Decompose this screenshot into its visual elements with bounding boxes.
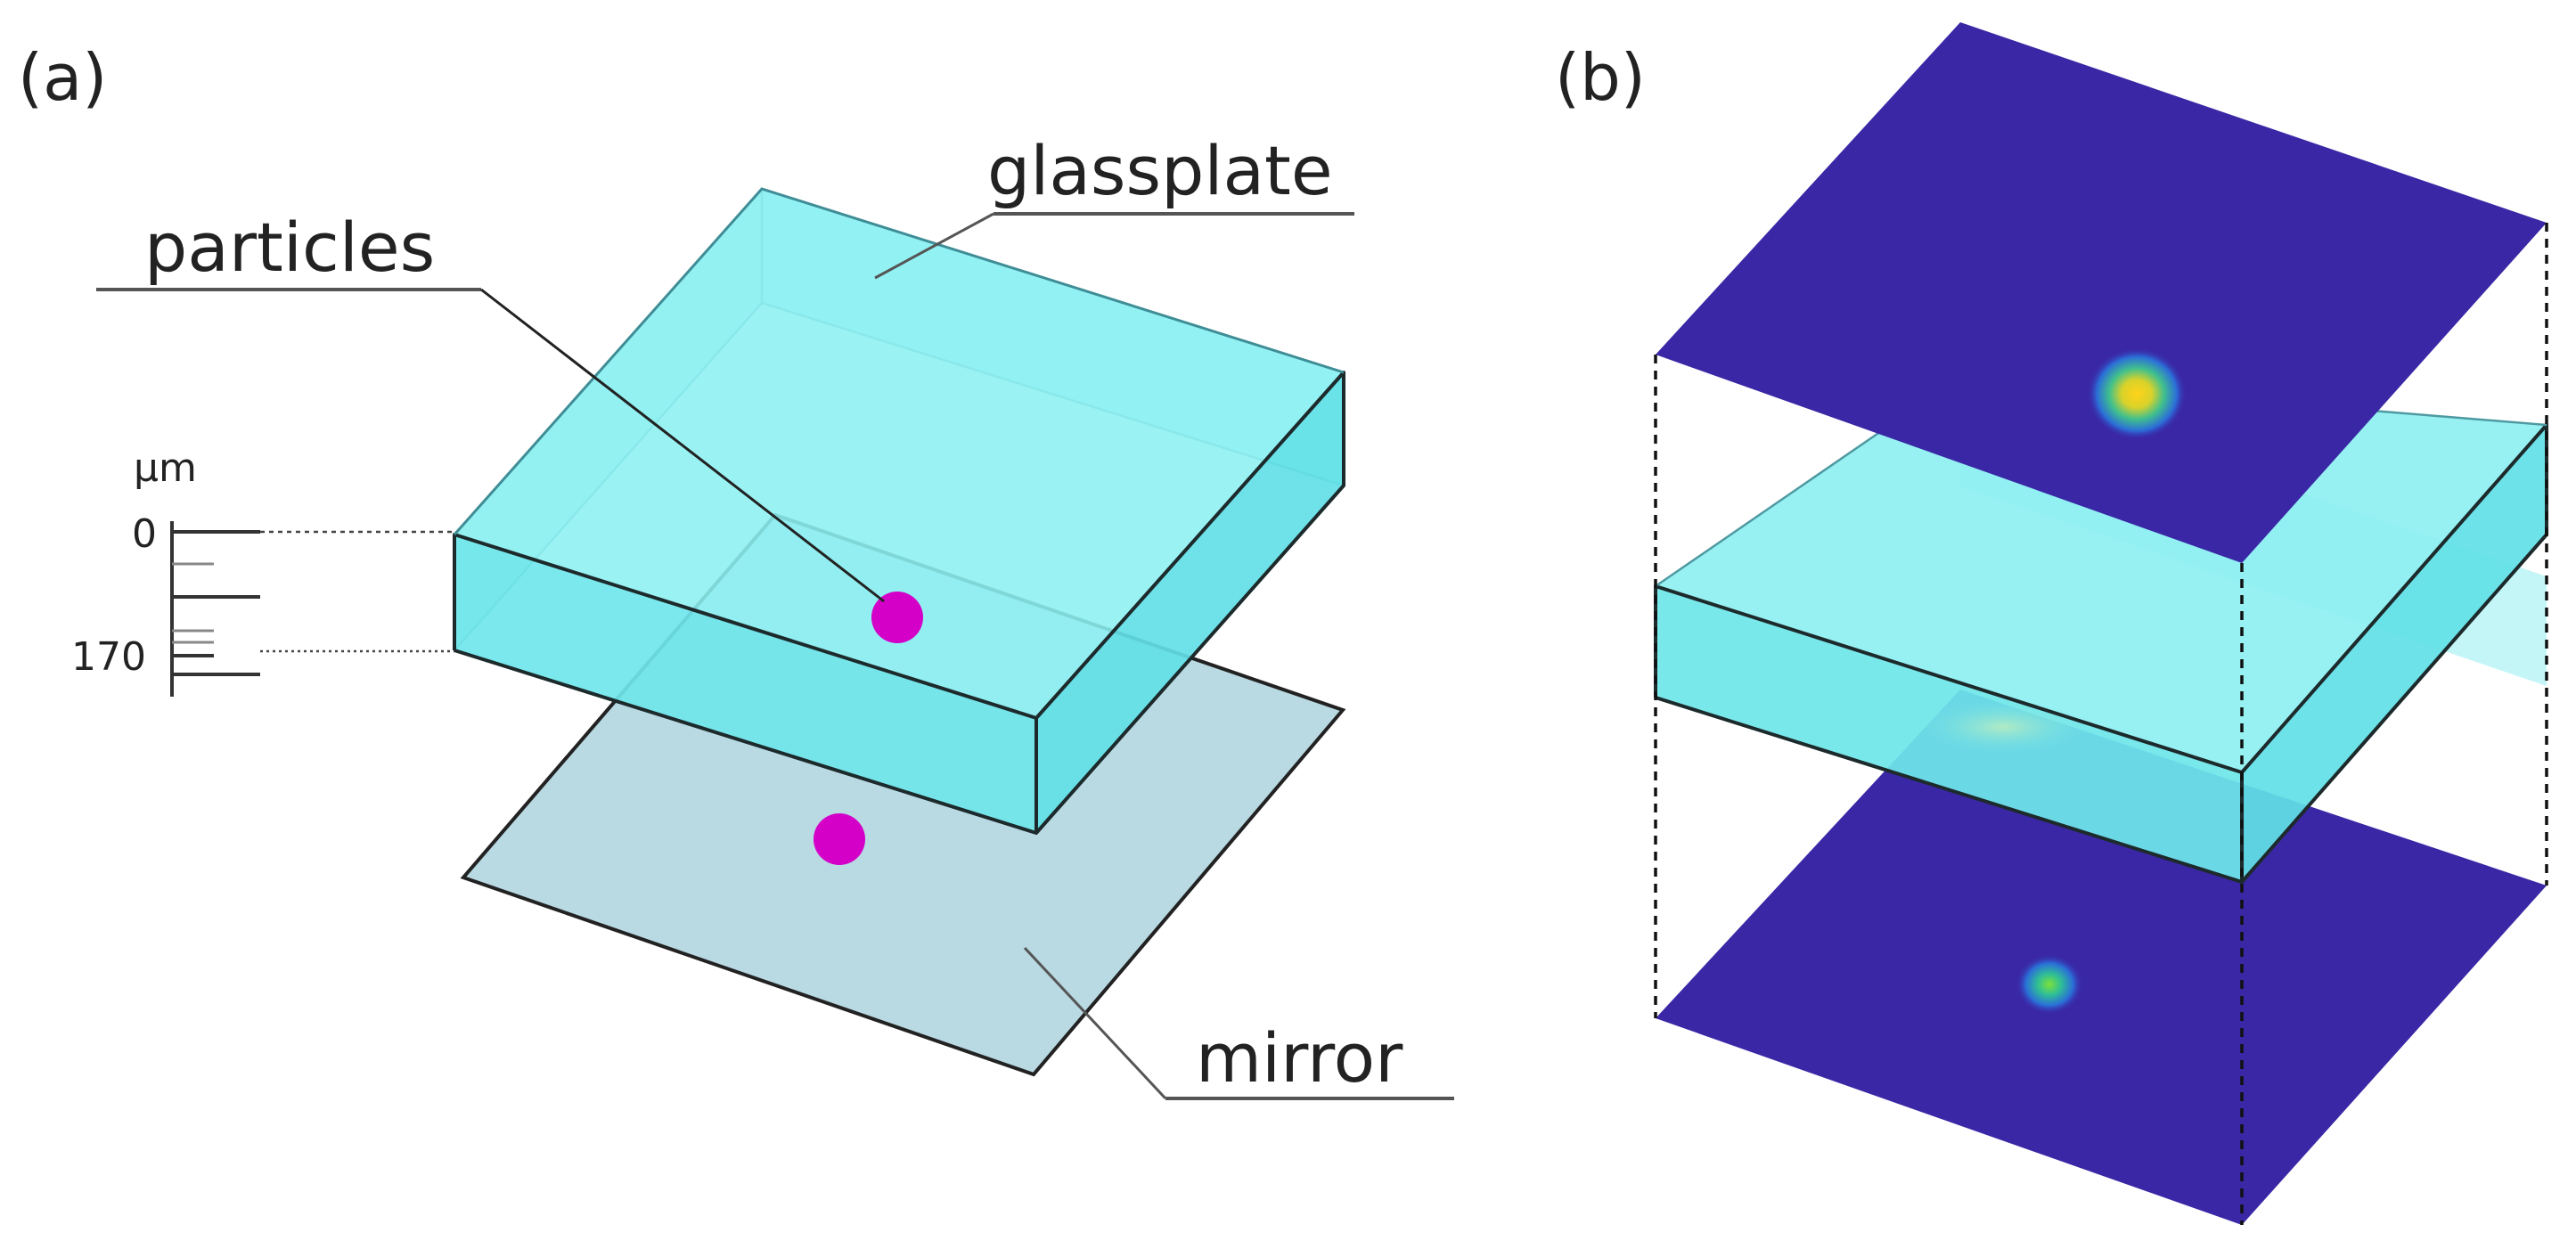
- glass-top-face: [454, 189, 1344, 718]
- glass-front-face: [454, 535, 1036, 833]
- glassplate-callout: glassplate: [874, 131, 1354, 280]
- mirror-particle: [814, 813, 865, 865]
- bottom-field-plane: [1656, 690, 2547, 1225]
- particles-label: particles: [144, 208, 435, 287]
- scale-top-value: 0: [132, 511, 157, 557]
- mirror-callout: mirror: [1023, 946, 1454, 1100]
- glass-particle: [871, 592, 923, 643]
- panel-a-label: (a): [18, 40, 107, 115]
- panel-b: (b): [1555, 22, 2548, 1225]
- top-focus-spot: [2087, 347, 2187, 440]
- top-field-plane: [1656, 22, 2547, 563]
- mirror-label: mirror: [1196, 1018, 1403, 1098]
- glassplate-label: glassplate: [987, 131, 1333, 210]
- particles-callout: particles: [96, 208, 885, 603]
- slab-reflection-glow: [1918, 700, 2088, 754]
- glass-right-face: [1036, 372, 1344, 833]
- glass-top-back-edges: [453, 187, 1345, 535]
- projection-lines: [1654, 223, 2548, 1225]
- slab-right-face: [2242, 425, 2547, 882]
- slab-top-face: [1656, 377, 2547, 772]
- scale-unit: µm: [134, 445, 197, 491]
- panel-a: (a) g: [18, 40, 1454, 1100]
- panel-b-label: (b): [1555, 40, 1646, 115]
- bottom-focus-spot: [2016, 954, 2083, 1015]
- thickness-scale: µm 0 170: [71, 445, 454, 697]
- scale-bottom-value: 170: [71, 634, 146, 680]
